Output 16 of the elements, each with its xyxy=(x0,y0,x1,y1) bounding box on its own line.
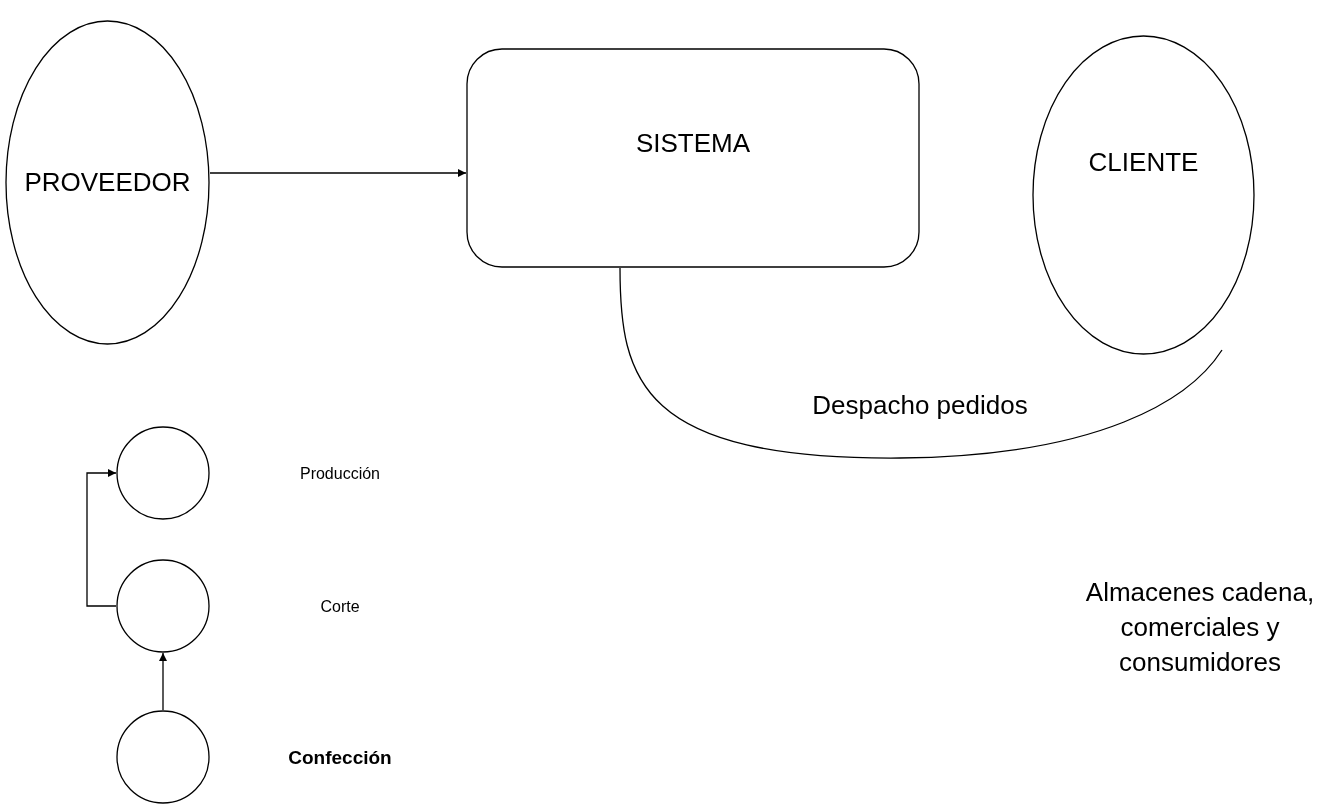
circle-node xyxy=(5,20,210,345)
step-label: Producción xyxy=(298,464,381,484)
connector-arrow xyxy=(159,652,167,711)
node-label: PROVEEDOR xyxy=(24,166,191,199)
circle-node xyxy=(116,559,210,653)
connector-arrow xyxy=(86,469,117,607)
step-label: Confección xyxy=(287,746,393,770)
circle-node xyxy=(1032,35,1255,355)
node-label: CLIENTE xyxy=(1088,146,1199,179)
circle-node xyxy=(116,710,210,804)
note-text: Almacenes cadena, comerciales y consumidores xyxy=(1084,576,1316,679)
step-label: Corte xyxy=(319,597,361,617)
connector-arrow xyxy=(209,169,467,177)
process-box xyxy=(466,48,920,268)
node-label: SISTEMA xyxy=(635,126,751,160)
circle-node xyxy=(116,426,210,520)
